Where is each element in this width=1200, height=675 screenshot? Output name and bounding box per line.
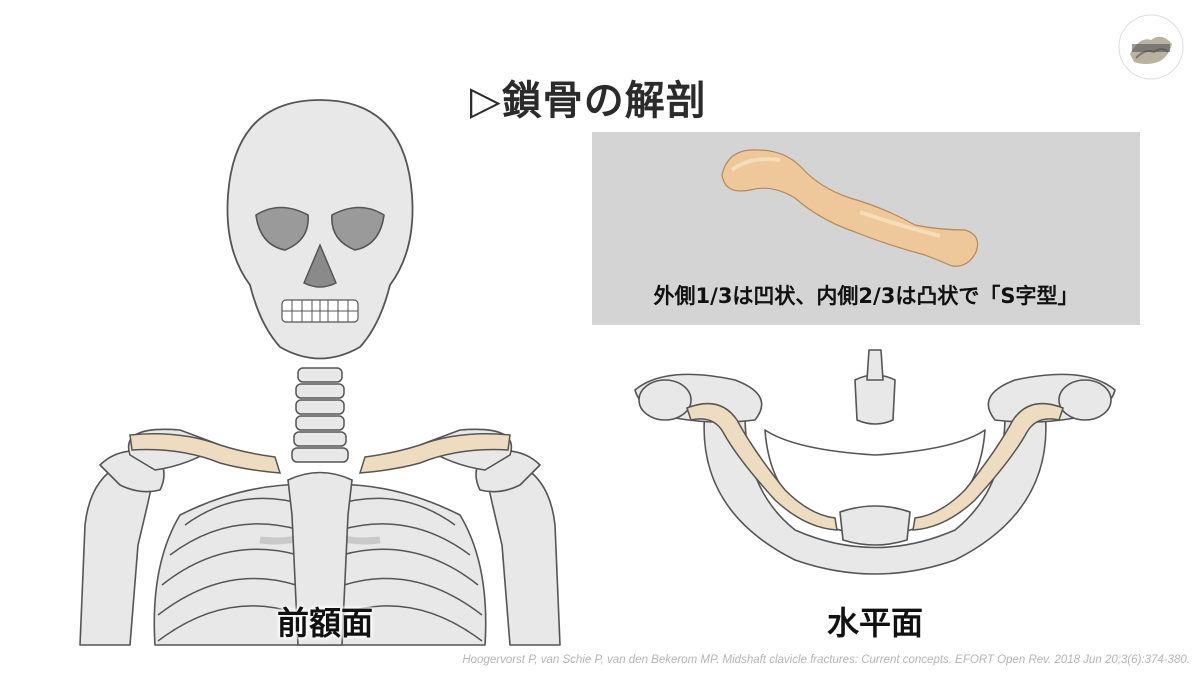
slide-title: ▷鎖骨の解剖 <box>470 78 707 124</box>
horizontal-view-illustration <box>634 349 1116 575</box>
horizontal-view-label: 水平面 <box>826 604 923 642</box>
clavicle-bone-illustration <box>721 149 979 267</box>
front-view-label: 前額面 <box>276 604 373 642</box>
logo-icon <box>1118 14 1184 80</box>
clavicle-caption: 外側1/3は凹状、内側2/3は凸状で「S字型」 <box>653 284 1079 308</box>
citation-text: Hoogervorst P, van Schie P, van den Beke… <box>462 654 1190 666</box>
skeleton-frontal-illustration <box>79 99 561 646</box>
